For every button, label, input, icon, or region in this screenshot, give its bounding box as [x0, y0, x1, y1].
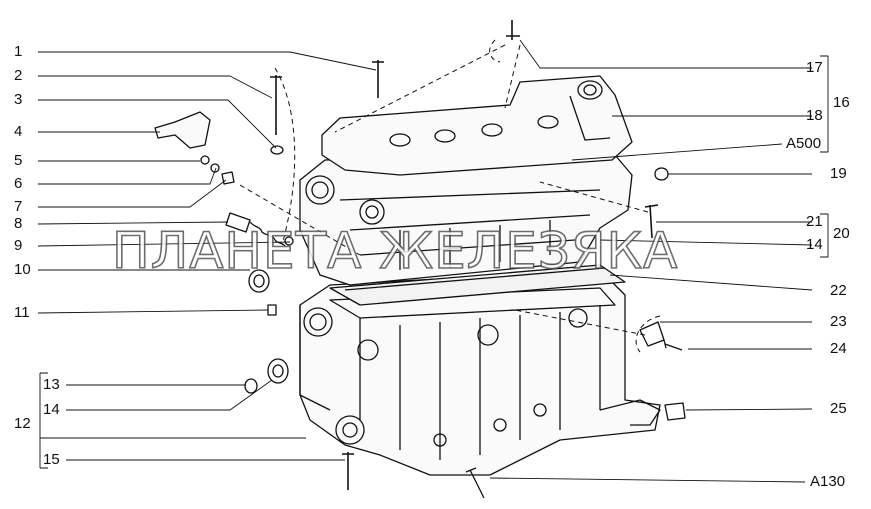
callout-10: 10: [14, 261, 31, 278]
callout-14-left: 14: [43, 401, 60, 418]
head-gasket: [329, 264, 626, 306]
callout-4: 4: [14, 123, 23, 140]
callout-11: 11: [14, 304, 30, 321]
callout-7: 7: [14, 198, 23, 215]
callout-24: 24: [830, 340, 847, 357]
callout-20: 20: [833, 225, 850, 242]
callout-5: 5: [14, 152, 23, 169]
callout-12: 12: [14, 415, 31, 432]
callout-17: 17: [806, 59, 823, 76]
callout-3: 3: [14, 91, 23, 108]
leader-lines: [37, 39, 829, 483]
assembly-guide-lines: [239, 39, 661, 353]
small-parts: [154, 20, 686, 499]
valve-cover: [321, 75, 633, 176]
callout-19: 19: [830, 165, 847, 182]
callout-8: 8: [14, 215, 23, 232]
callout-A130: A130: [810, 473, 846, 490]
callout-6: 6: [14, 175, 23, 192]
callout-9: 9: [14, 237, 23, 254]
callout-16: 16: [833, 94, 850, 111]
callout-22: 22: [830, 282, 847, 299]
watermark: ПЛАНЕТА ЖЕЛЕЗЯКА: [111, 221, 679, 281]
callout-15: 15: [43, 451, 60, 468]
callout-1: 1: [14, 43, 23, 60]
callout-2: 2: [14, 67, 23, 84]
callout-18: 18: [806, 107, 823, 124]
callout-14-right: 14: [806, 236, 823, 253]
callout-13: 13: [43, 376, 60, 393]
callout-21: 21: [806, 213, 823, 230]
cylinder-block: [299, 269, 661, 476]
callout-25: 25: [830, 400, 847, 417]
callout-23: 23: [830, 313, 847, 330]
callout-A500: A500: [786, 135, 822, 152]
